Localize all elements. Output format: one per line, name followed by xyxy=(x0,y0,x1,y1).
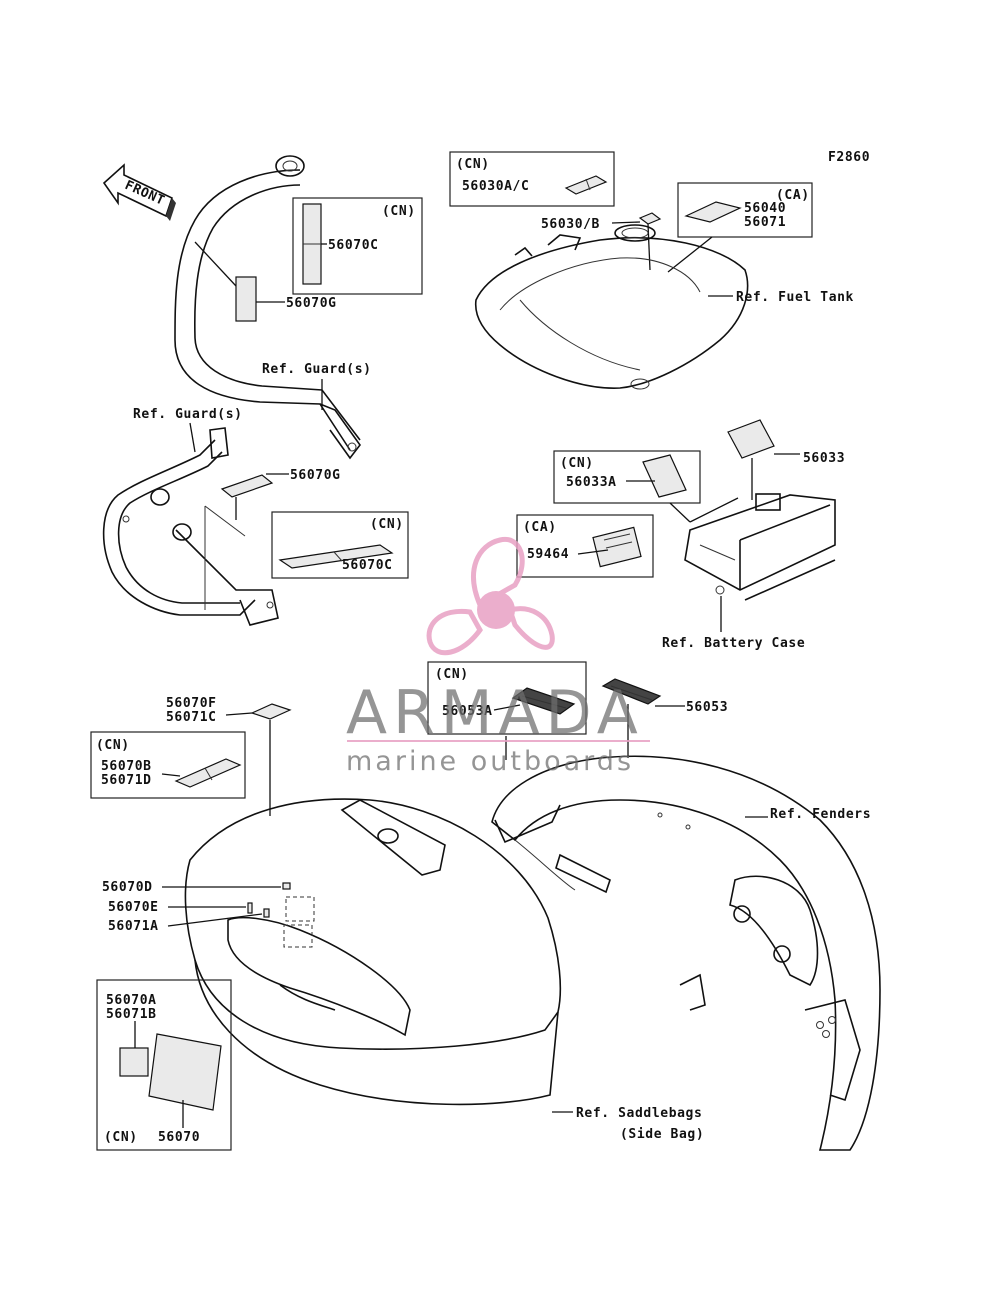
watermark: ARMADA marine outboards xyxy=(346,536,650,777)
decal-56070D-group xyxy=(247,882,315,948)
callout-56040: 56040 xyxy=(744,201,786,216)
callout-56071A: 56071A xyxy=(108,919,159,934)
ref-saddlebags-sub: (Side Bag) xyxy=(620,1127,704,1142)
callout-56053A: 56053A xyxy=(442,704,493,719)
decal-56070 xyxy=(148,1033,222,1111)
callout-56070A: 56070A xyxy=(106,993,157,1008)
callout-56033: 56033 xyxy=(803,451,845,466)
callout-56070: 56070 xyxy=(158,1130,200,1145)
watermark-brand: ARMADA xyxy=(346,678,644,748)
region-tag-cn: (CN) xyxy=(370,517,404,532)
decal-56070F xyxy=(250,703,292,720)
decal-56070A xyxy=(119,1047,149,1077)
ref-fenders: Ref. Fenders xyxy=(770,807,871,822)
callout-56071: 56071 xyxy=(744,215,786,230)
region-tag-cn: (CN) xyxy=(382,204,416,219)
front-arrow-icon: FRONT xyxy=(102,163,176,221)
rear-fender-drawing xyxy=(491,755,881,1151)
saddlebag-drawing xyxy=(184,798,562,1106)
callout-56071B: 56071B xyxy=(106,1007,157,1022)
region-box-cn-56033A xyxy=(553,450,701,504)
ref-guard-upper: Ref. Guard(s) xyxy=(262,362,372,377)
propeller-logo xyxy=(426,536,555,656)
decal-56070C-lower xyxy=(278,544,394,569)
region-box-cn-56070C-lower xyxy=(271,511,409,579)
callout-56071D: 56071D xyxy=(101,773,152,788)
lower-guard-drawing xyxy=(102,427,279,626)
watermark-tagline: marine outboards xyxy=(346,746,634,777)
battery-case-drawing xyxy=(684,493,836,601)
decal-56040 xyxy=(684,201,742,223)
region-tag-cn: (CN) xyxy=(104,1130,138,1145)
decal-56070G-lower xyxy=(220,474,274,498)
callout-56070C-lower: 56070C xyxy=(342,558,393,573)
region-tag-cn: (CN) xyxy=(456,157,490,172)
region-box-cn-56070B xyxy=(90,731,246,799)
decal-56053A xyxy=(511,687,576,715)
ref-guard-lower: Ref. Guard(s) xyxy=(133,407,243,422)
region-box-cn-56053A xyxy=(427,661,587,735)
callout-56070B: 56070B xyxy=(101,759,152,774)
upper-guard-drawing xyxy=(174,155,361,460)
callout-56070D: 56070D xyxy=(102,880,153,895)
callout-56070F: 56070F xyxy=(166,696,217,711)
decal-59464 xyxy=(592,526,642,568)
callout-56071C: 56071C xyxy=(166,710,217,725)
fuel-tank-drawing xyxy=(474,224,749,390)
decal-56033A xyxy=(642,454,687,498)
region-tag-cn: (CN) xyxy=(435,667,469,682)
callout-56030B: 56030/B xyxy=(541,217,600,232)
region-tag-cn: (CN) xyxy=(96,738,130,753)
region-box-ca-56040 xyxy=(677,182,813,238)
callout-56070G-upper: 56070G xyxy=(286,296,337,311)
region-box-cn-56070C-upper xyxy=(292,197,423,295)
figure-code: F2860 xyxy=(828,150,870,165)
region-tag-ca: (CA) xyxy=(776,188,810,203)
ref-battery-case: Ref. Battery Case xyxy=(662,636,805,651)
callout-56033A: 56033A xyxy=(566,475,617,490)
region-box-cn-56030 xyxy=(449,151,615,207)
callout-56053: 56053 xyxy=(686,700,728,715)
callout-59464: 59464 xyxy=(527,547,569,562)
decal-56033 xyxy=(727,419,775,459)
decal-56070G-upper xyxy=(235,276,257,322)
callout-56070E: 56070E xyxy=(108,900,159,915)
callout-56030AC: 56030A/C xyxy=(462,179,529,194)
region-tag-ca: (CA) xyxy=(523,520,557,535)
decal-56030B xyxy=(638,212,662,225)
callout-56070C-upper: 56070C xyxy=(328,238,379,253)
decal-56030AC xyxy=(564,175,608,195)
callout-56070G-lower: 56070G xyxy=(290,468,341,483)
region-box-cn-56070 xyxy=(96,979,232,1151)
ref-fuel-tank: Ref. Fuel Tank xyxy=(736,290,854,305)
ref-saddlebags: Ref. Saddlebags xyxy=(576,1106,702,1121)
region-tag-cn: (CN) xyxy=(560,456,594,471)
